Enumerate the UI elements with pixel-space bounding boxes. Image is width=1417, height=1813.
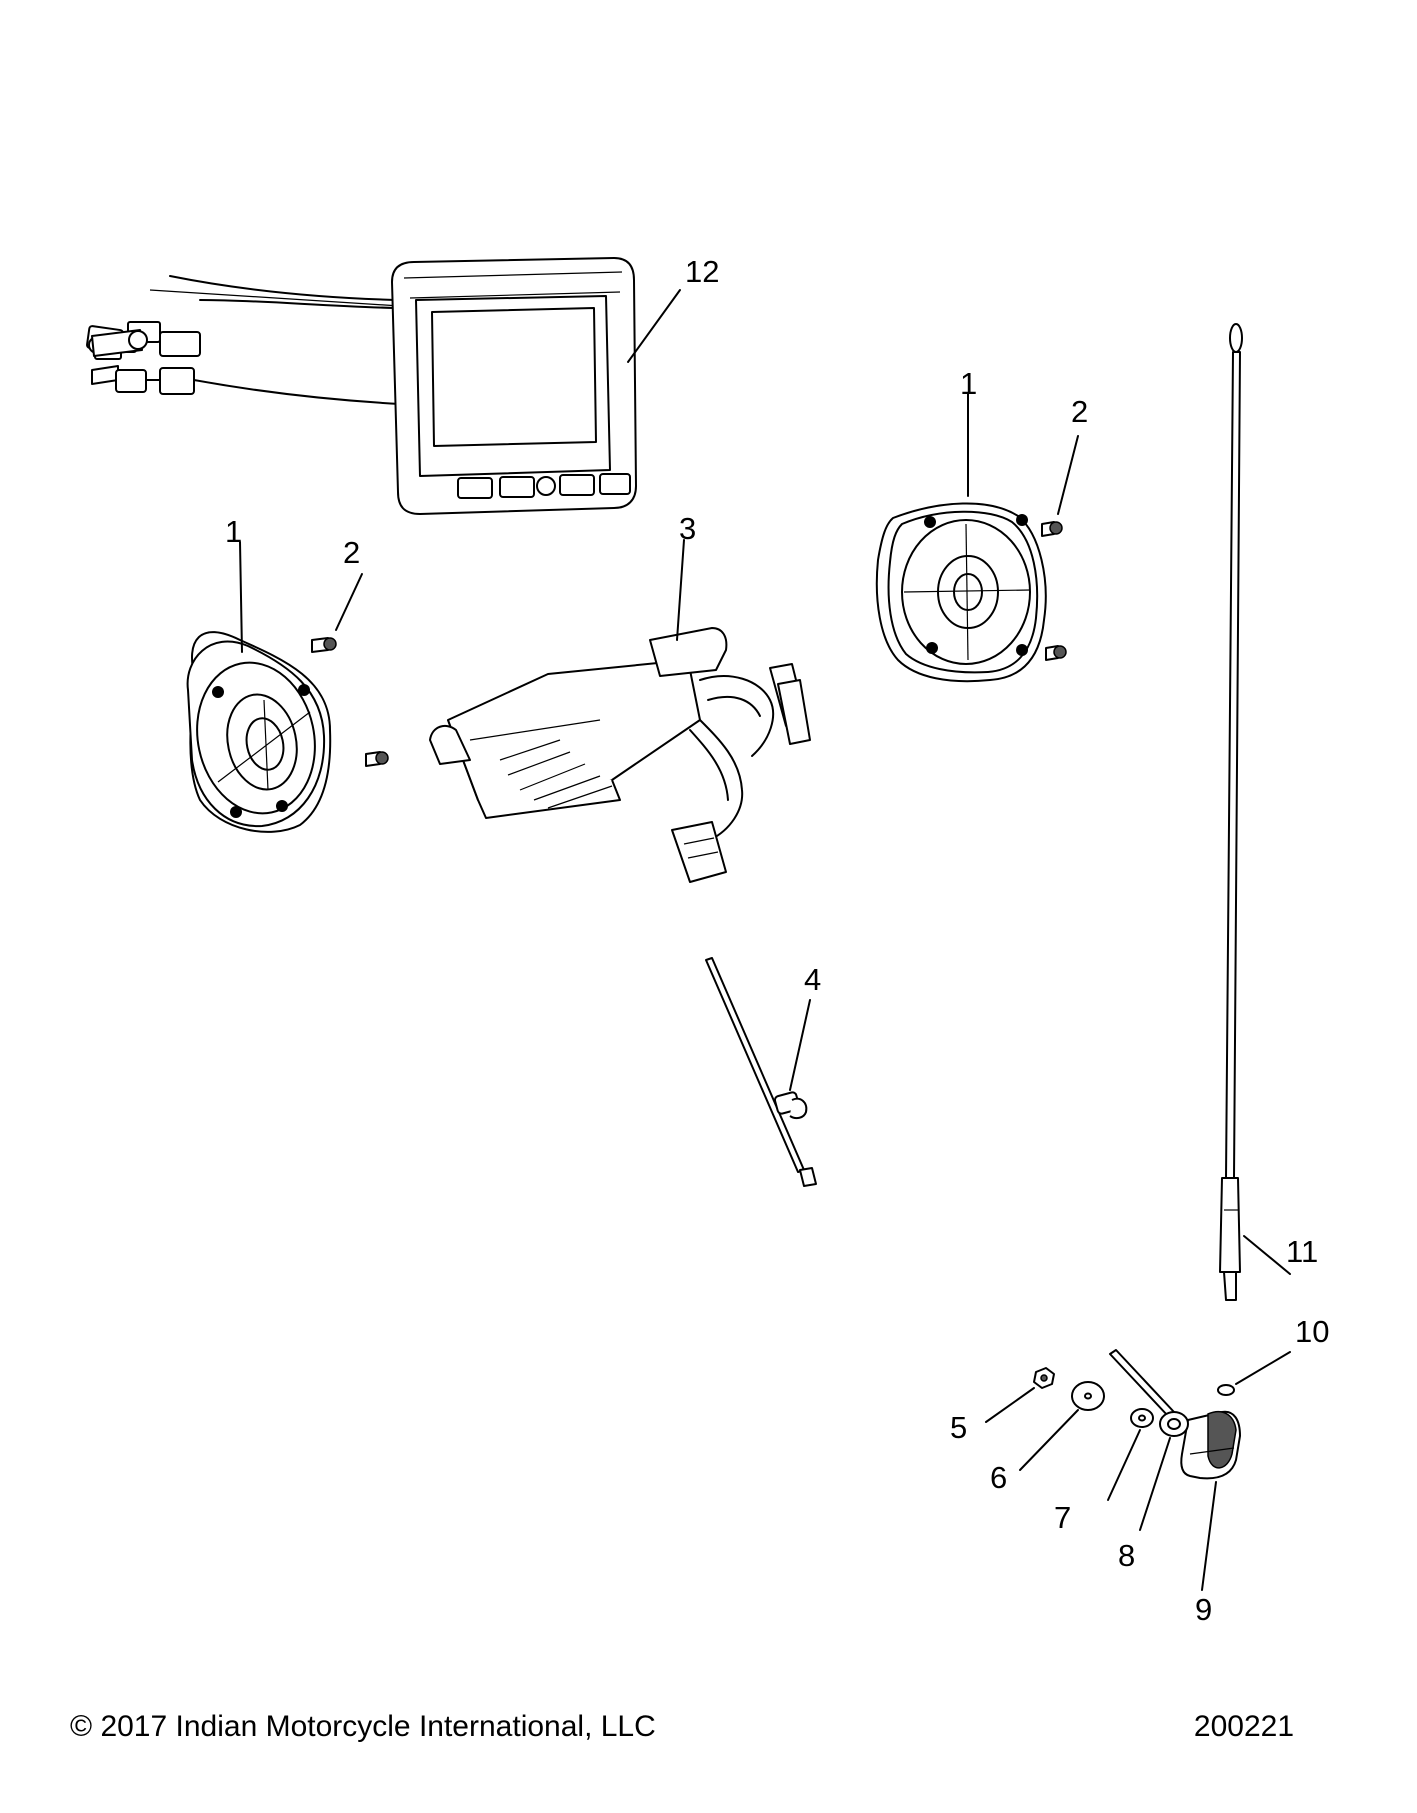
- cable-tie: [705, 957, 817, 1187]
- drawing-number: 200221: [1193, 1710, 1294, 1743]
- speaker-left: [186, 541, 332, 833]
- callout-12: 12: [685, 254, 719, 289]
- mounting-stud: [1109, 1349, 1189, 1531]
- callouts: 12 1 2 1 2 3 4 11 10 5 6 7 8 9: [225, 254, 1329, 1627]
- screw-right-upper: [1041, 435, 1079, 537]
- display-unit: [86, 257, 681, 515]
- screw-right-lower: [1045, 645, 1067, 661]
- callout-9: 9: [1195, 1592, 1212, 1627]
- washer-large: [1019, 1381, 1105, 1471]
- antenna-mast: [1219, 323, 1291, 1301]
- callout-7: 7: [1054, 1500, 1071, 1535]
- callout-3: 3: [679, 511, 696, 546]
- callout-2-left: 2: [343, 535, 360, 570]
- callout-2-right: 2: [1071, 394, 1088, 429]
- callout-11: 11: [1286, 1234, 1318, 1269]
- callout-1-left: 1: [225, 514, 242, 549]
- callout-5: 5: [950, 1410, 967, 1445]
- callout-6: 6: [990, 1460, 1007, 1495]
- amplifier-module: [429, 539, 811, 883]
- washer-small: [1107, 1408, 1154, 1501]
- o-ring: [1217, 1351, 1291, 1396]
- callout-1-right: 1: [960, 366, 977, 401]
- screw-left-lower: [365, 751, 389, 767]
- copyright-notice: © 2017 Indian Motorcycle International, …: [70, 1710, 656, 1743]
- callout-8: 8: [1118, 1538, 1135, 1573]
- antenna-base: [1180, 1410, 1241, 1591]
- callout-10: 10: [1295, 1314, 1329, 1349]
- hex-nut: [985, 1367, 1055, 1423]
- callout-4: 4: [804, 962, 821, 997]
- screw-left-upper: [311, 573, 363, 653]
- speaker-right: [875, 393, 1047, 683]
